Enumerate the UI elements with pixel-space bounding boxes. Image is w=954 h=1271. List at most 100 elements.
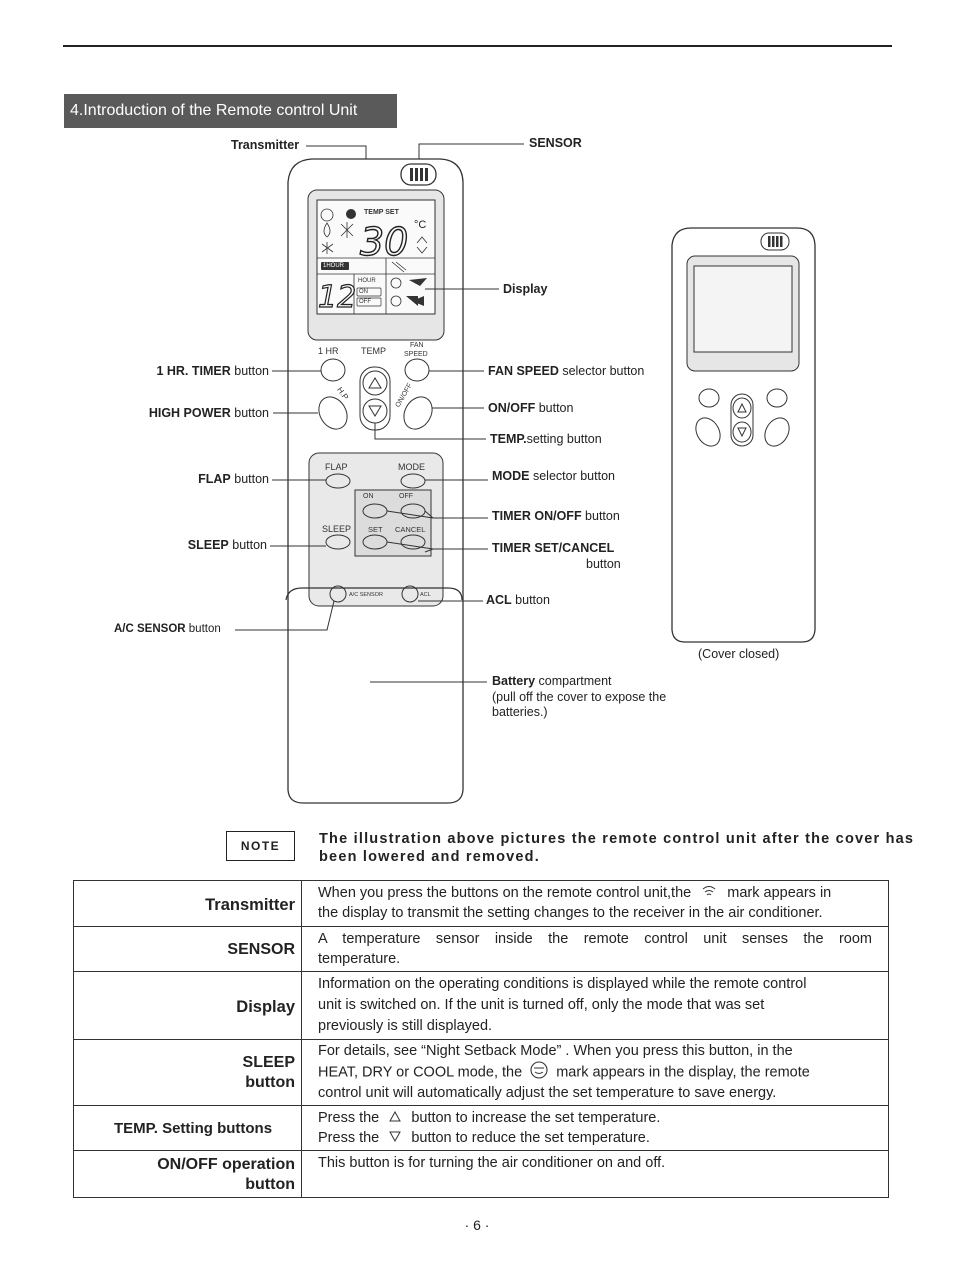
remote-label-flap: FLAP <box>325 462 348 472</box>
remote-label-acl: ACL <box>420 592 431 598</box>
callout-timer-setcancel: TIMER SET/CANCEL <box>492 541 615 555</box>
callout-mode: MODE selector button <box>492 469 615 483</box>
mode-button-shape <box>400 473 426 489</box>
row-head-sensor: SENSOR <box>73 926 302 972</box>
callout-battery-1: Battery compartment <box>492 674 612 688</box>
updown-icon <box>416 236 428 254</box>
callout-timer-setcancel-2: button <box>586 557 621 571</box>
remote-label-sleep: SLEEP <box>322 524 352 534</box>
cool-icon <box>340 222 354 238</box>
callout-high-power: HIGH POWER button <box>148 406 269 420</box>
lcd-temp-set-label: TEMP SET <box>364 209 399 216</box>
sleep-button-shape <box>325 534 351 550</box>
description-table: Transmitter When you press the buttons o… <box>73 880 889 1198</box>
table-row: TEMP. Setting buttons Press the button t… <box>73 1104 889 1151</box>
signal-high-icon <box>409 278 427 286</box>
closed-right-top-button <box>766 388 788 408</box>
callout-sleep: SLEEP button <box>187 538 267 552</box>
lcd-on-label: ON <box>359 289 368 295</box>
row-desc-display: Information on the operating conditions … <box>301 971 889 1040</box>
acl-button-shape <box>401 585 419 603</box>
timer-subpanel <box>354 489 432 557</box>
swing-icon <box>391 261 407 273</box>
row-head-temp: TEMP. Setting buttons <box>73 1104 302 1151</box>
heat-sun-icon <box>346 209 356 219</box>
fan-mode-icon <box>321 242 334 254</box>
remote-label-1hr: 1 HR <box>318 346 339 356</box>
top-rule <box>63 45 892 47</box>
row-desc-sleep: For details, see “Night Setback Mode” . … <box>301 1039 889 1106</box>
section-title: 4.Introduction of the Remote control Uni… <box>64 94 397 128</box>
callout-timer-onoff: TIMER ON/OFF button <box>492 509 620 523</box>
row-head-transmitter: Transmitter <box>73 880 302 927</box>
closed-temp-rocker <box>730 393 754 447</box>
drop-icon <box>323 222 331 238</box>
remote-label-temp: TEMP <box>361 346 387 356</box>
callout-cover-closed: (Cover closed) <box>698 647 780 661</box>
ir-window-closed-icon <box>760 232 790 251</box>
row-desc-temp: Press the button to increase the set tem… <box>301 1104 889 1151</box>
down-triangle-icon <box>389 1128 402 1148</box>
high-power-button-shape <box>318 396 348 430</box>
callout-sensor: SENSOR <box>529 136 582 150</box>
row-desc-sensor: A temperature sensor inside the remote c… <box>301 926 889 972</box>
timer-cancel-button-shape <box>400 534 426 550</box>
temp-down-button-shape <box>362 398 388 424</box>
closed-temp-up <box>732 397 752 419</box>
remote-label-on: ON <box>363 493 374 500</box>
table-row: Display Information on the operating con… <box>73 971 889 1040</box>
callout-temp: TEMP.setting button <box>490 432 602 446</box>
callout-transmitter: Transmitter <box>231 138 300 152</box>
onoff-button-shape <box>403 396 433 430</box>
row-desc-onoff: This button is for turning the air condi… <box>301 1149 889 1198</box>
remote-label-cancel: CANCEL <box>395 525 426 534</box>
callout-battery-3: batteries.) <box>492 705 548 719</box>
auto-small-icon-2 <box>390 295 402 307</box>
closed-left-top-button <box>698 388 720 408</box>
callout-flap: FLAP button <box>198 472 269 486</box>
lcd-unit: °C <box>414 219 427 231</box>
lcd-off-label: OFF <box>359 299 371 305</box>
remote-label-fan: FAN <box>410 342 424 349</box>
one-hr-timer-button-shape <box>320 358 346 382</box>
remote-illustration: 30 12 <box>235 143 816 804</box>
closed-left-bottom-button <box>695 417 721 447</box>
fan-speed-button-shape <box>404 358 430 382</box>
remote-body <box>287 158 464 804</box>
flap-button-shape <box>325 473 351 489</box>
lcd-timer-digits: 12 <box>318 280 356 315</box>
battery-cover <box>285 587 463 601</box>
callout-battery-2: (pull off the cover to expose the <box>492 690 667 704</box>
ir-window-icon <box>400 163 437 186</box>
sleep-mode-icon <box>529 1060 549 1085</box>
auto-small-icon-1 <box>390 277 402 289</box>
remote-closed-body <box>671 227 816 643</box>
lcd-screen <box>316 199 436 315</box>
auto-mode-icon <box>320 208 334 222</box>
note-label: NOTE <box>226 831 295 861</box>
remote-label-off: OFF <box>399 493 413 500</box>
callout-display: Display <box>503 282 548 296</box>
callout-fan-speed: FAN SPEED selector button <box>488 364 645 378</box>
lcd-1hour-label: 1HOUR <box>323 263 345 269</box>
note-text: The illustration above pictures the remo… <box>319 831 915 865</box>
closed-right-bottom-button <box>764 417 790 447</box>
lcd-closed-screen <box>693 265 793 353</box>
page-number: · 6 · <box>464 1217 490 1233</box>
callout-acl: ACL button <box>486 593 550 607</box>
table-row: Transmitter When you press the buttons o… <box>73 880 889 927</box>
lcd-temp-digits: 30 <box>360 220 408 264</box>
remote-label-ac-sensor: A/C SENSOR <box>349 592 383 598</box>
row-desc-transmitter: When you press the buttons on the remote… <box>301 880 889 927</box>
closed-temp-down <box>732 421 752 443</box>
callout-ac-sensor: A/C SENSOR button <box>114 623 221 635</box>
remote-label-speed: SPEED <box>404 351 428 358</box>
remote-label-set: SET <box>368 525 383 534</box>
callout-onoff: ON/OFF button <box>488 401 574 415</box>
callout-1hr-timer: 1 HR. TIMER button <box>156 364 269 378</box>
ac-sensor-button-shape <box>329 585 347 603</box>
